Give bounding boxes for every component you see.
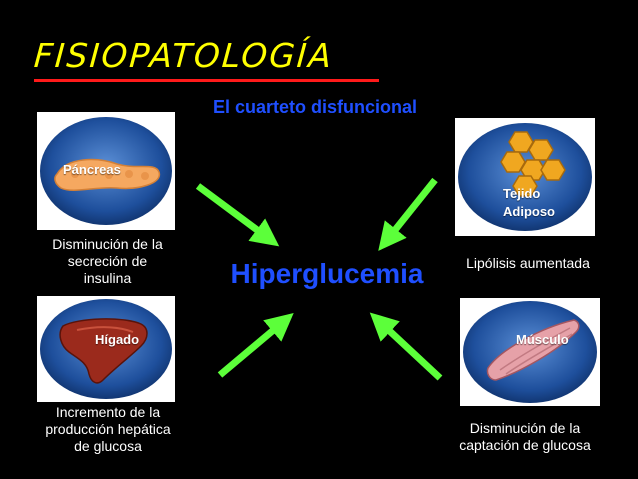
muscle-caption-line: Disminución de la bbox=[469, 420, 581, 436]
muscle-illustration bbox=[463, 301, 597, 403]
arrow-adipose-to-center bbox=[378, 177, 438, 251]
muscle-caption-line: captación de glucosa bbox=[459, 437, 591, 453]
adipose-illustration bbox=[458, 123, 592, 231]
pancreas-caption-line: secreción de bbox=[67, 253, 148, 269]
liver-caption-line: Incremento de la bbox=[55, 404, 161, 420]
adipose-image-text-line: Tejido bbox=[503, 186, 541, 201]
slide-subtitle: El cuarteto disfuncional bbox=[212, 97, 418, 117]
pancreas-illustration bbox=[40, 117, 172, 225]
pancreas-caption: Disminución de la secreción de insulina bbox=[30, 236, 185, 287]
adipose-image-text-line: Adiposo bbox=[503, 204, 555, 219]
liver-caption-line: producción hepática bbox=[45, 421, 171, 437]
liver-illustration bbox=[40, 299, 172, 399]
title-underline bbox=[34, 79, 379, 82]
arrow-liver-to-center bbox=[217, 312, 294, 378]
pancreas-caption-line: Disminución de la bbox=[52, 236, 163, 252]
muscle-card: Músculo bbox=[460, 298, 600, 406]
adipose-caption: Lipólisis aumentada bbox=[466, 255, 590, 271]
center-concept: Hiperglucemia bbox=[230, 258, 424, 289]
pancreas-image-text: Páncreas bbox=[63, 162, 121, 177]
liver-card: Hígado bbox=[37, 296, 175, 402]
liver-image-text: Hígado bbox=[95, 332, 140, 347]
arrow-pancreas-to-center bbox=[195, 183, 280, 247]
adipose-card: Tejido Adiposo bbox=[455, 118, 595, 236]
liver-caption: Incremento de la producción hepática de … bbox=[28, 404, 188, 455]
pancreas-card: Páncreas bbox=[37, 112, 175, 230]
arrow-muscle-to-center bbox=[369, 312, 443, 381]
muscle-image-text: Músculo bbox=[516, 332, 569, 347]
muscle-caption: Disminución de la captación de glucosa bbox=[445, 420, 605, 454]
liver-caption-line: de glucosa bbox=[74, 438, 142, 454]
pancreas-caption-line: insulina bbox=[83, 270, 132, 286]
